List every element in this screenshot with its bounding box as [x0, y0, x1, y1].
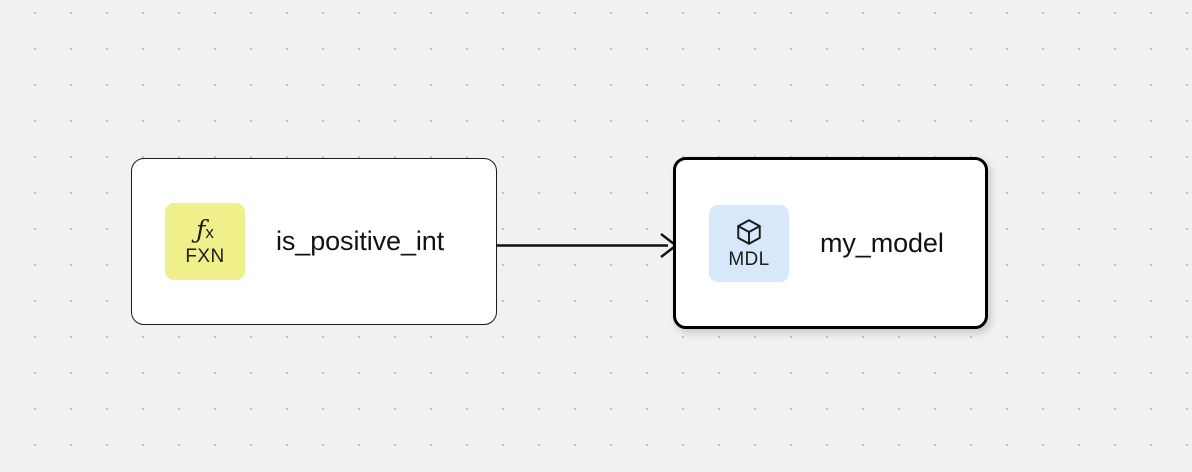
node-is-positive-int[interactable]: ƒx FXN is_positive_int — [131, 158, 497, 325]
node-type-badge-label: MDL — [728, 249, 770, 270]
node-type-badge-fxn: ƒx FXN — [165, 203, 245, 280]
function-icon: ƒx — [196, 215, 214, 244]
node-title: is_positive_int — [276, 226, 445, 256]
node-title: my_model — [820, 227, 944, 258]
node-type-badge-label: FXN — [185, 246, 225, 267]
cube-icon — [737, 219, 761, 245]
node-type-badge-mdl: MDL — [709, 204, 789, 282]
node-my-model[interactable]: MDL my_model — [673, 157, 988, 329]
edge-fxn-to-mdl[interactable] — [497, 233, 678, 258]
